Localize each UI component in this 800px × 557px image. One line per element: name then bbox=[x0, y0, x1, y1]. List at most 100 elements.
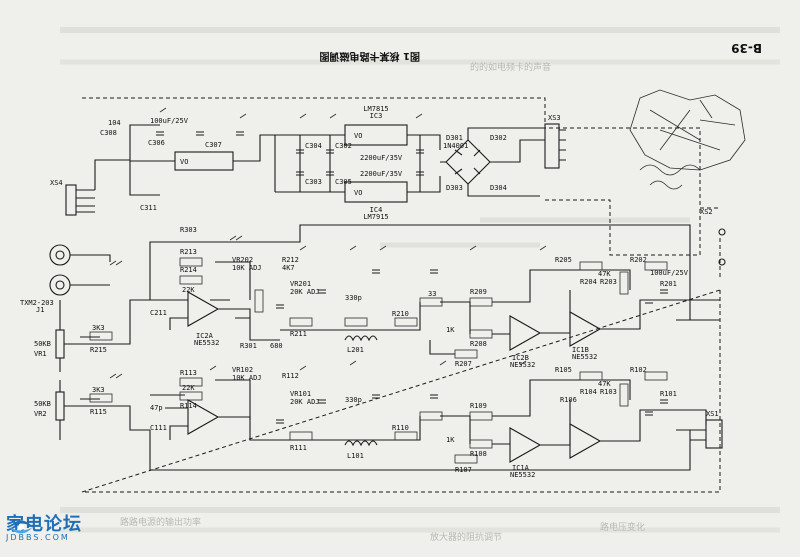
vr201-label: VR201 bbox=[290, 280, 311, 288]
left-regulator-wires bbox=[129, 124, 275, 196]
r111-label: R111 bbox=[290, 444, 307, 452]
xs2-label: XS2 bbox=[700, 208, 713, 216]
c303-label: C303 bbox=[305, 178, 322, 186]
c307-label: C307 bbox=[205, 141, 222, 149]
d303-label: D303 bbox=[446, 184, 463, 192]
val-1k-ch1: 1K bbox=[446, 436, 455, 444]
r215-value: 3K3 bbox=[92, 324, 105, 332]
c306-label: C306 bbox=[148, 139, 165, 147]
svg-text:路路电源的输出功率: 路路电源的输出功率 bbox=[120, 516, 201, 528]
ic1a-label: IC1A bbox=[512, 464, 530, 472]
vr1-value: 50KB bbox=[34, 340, 51, 348]
input-jacks bbox=[49, 244, 111, 296]
vr202-label: VR202 bbox=[232, 256, 253, 264]
val-47k-ch1: 47K bbox=[598, 380, 611, 388]
board-outline bbox=[81, 97, 721, 493]
vr2-label: VR2 bbox=[34, 410, 47, 418]
ic1b-part: NE5532 bbox=[572, 353, 597, 361]
r106-label: R106 bbox=[560, 396, 577, 404]
r207-label: R207 bbox=[455, 360, 472, 368]
vr202-value: 10K ADJ bbox=[232, 264, 262, 272]
c305-label: C305 bbox=[335, 178, 352, 186]
r202-label: R202 bbox=[630, 256, 647, 264]
reg-left-vo: VO bbox=[180, 158, 188, 166]
l101-label: L101 bbox=[347, 452, 364, 460]
r214-label: R214 bbox=[180, 266, 197, 274]
ic2b-label: IC2B bbox=[512, 354, 529, 362]
r212-label: R212 bbox=[282, 256, 299, 264]
r101-label: R101 bbox=[660, 390, 677, 398]
output-connectors bbox=[676, 228, 726, 449]
xs4-label: XS4 bbox=[50, 179, 63, 187]
ic4-part: LM7915 bbox=[363, 213, 388, 221]
svg-text:路电压变化: 路电压变化 bbox=[600, 521, 645, 533]
ic1b-label: IC1B bbox=[572, 346, 589, 354]
c304-label: C304 bbox=[305, 142, 322, 150]
val-47p: 47p bbox=[150, 404, 163, 412]
cap-2200-label: 2200uF/35V bbox=[360, 154, 403, 162]
r107-label: R107 bbox=[455, 466, 472, 474]
j1-part-label: TXM2-203 bbox=[20, 299, 54, 307]
channel-1-stage bbox=[80, 371, 691, 471]
r103-label: R103 bbox=[600, 388, 617, 396]
ic2b-part: NE5532 bbox=[510, 361, 535, 369]
ic1b-opamp bbox=[569, 311, 602, 347]
regulator-rails bbox=[274, 134, 441, 193]
cap-104-label: 104 bbox=[108, 119, 121, 127]
r114-label: R114 bbox=[180, 402, 197, 410]
r210-label: R210 bbox=[392, 310, 409, 318]
val-330p-ch2: 330p bbox=[345, 294, 362, 302]
c311-label: C311 bbox=[140, 204, 157, 212]
power-supply-section: IC3 LM7815 VO IC4 LM7915 VO VO C304 C302… bbox=[50, 105, 566, 234]
svg-text:放大器的阻抗调节: 放大器的阻抗调节 bbox=[430, 531, 502, 543]
r208-label: R208 bbox=[470, 340, 487, 348]
ic3-vo: VO bbox=[354, 132, 362, 140]
ic3-label: IC3 bbox=[370, 112, 383, 120]
vr201-value: 20K ADJ bbox=[290, 288, 320, 296]
handwritten-sketch bbox=[629, 89, 746, 190]
j1-label: J1 bbox=[36, 306, 44, 314]
val-1k-ch2: 1K bbox=[446, 326, 455, 334]
volume-pots bbox=[55, 300, 80, 440]
val-100-ch2: 100uF/25V bbox=[650, 269, 689, 277]
r112-label: R112 bbox=[282, 372, 299, 380]
r209-label: R209 bbox=[470, 288, 487, 296]
r303-label: R303 bbox=[180, 226, 197, 234]
channel-2-stage bbox=[80, 224, 691, 359]
val-330p-ch1: 330p bbox=[345, 396, 362, 404]
ch1-input-opamp bbox=[187, 399, 220, 435]
val-33-ch2: 33 bbox=[428, 290, 436, 298]
cap-100-label: 100uF/25V bbox=[150, 117, 189, 125]
cap-2200-label-2: 2200uF/35V bbox=[360, 170, 403, 178]
r105-label: R105 bbox=[555, 366, 572, 374]
vr102-label: VR102 bbox=[232, 366, 253, 374]
c308-label: C308 bbox=[100, 129, 117, 137]
r113-label: R113 bbox=[180, 369, 197, 377]
r204-label: R204 bbox=[580, 278, 597, 286]
d302-label: D302 bbox=[490, 134, 507, 142]
watermark-text: 家电论坛 JDBBS.COM bbox=[6, 516, 82, 542]
val-22k-ch1: 22K bbox=[182, 384, 195, 392]
vr101-label: VR101 bbox=[290, 390, 311, 398]
paper-bleed-texture bbox=[60, 27, 780, 533]
c211-label: C211 bbox=[150, 309, 167, 317]
r110-label: R110 bbox=[392, 424, 409, 432]
ic2a-part: NE5532 bbox=[194, 339, 219, 347]
watermark-name: 家电论坛 bbox=[6, 514, 82, 535]
svg-text:的的如电频卡的声音: 的的如电频卡的声音 bbox=[470, 61, 551, 73]
d304-label: D304 bbox=[490, 184, 507, 192]
vr102-value: 10K ADJ bbox=[232, 374, 262, 382]
ic2b-opamp bbox=[509, 315, 542, 351]
r115-label: R115 bbox=[90, 408, 107, 416]
forum-logo-icon bbox=[9, 520, 33, 534]
vr2-value: 50KB bbox=[34, 400, 51, 408]
r301-label: R301 bbox=[240, 342, 257, 350]
xs3-label: XS3 bbox=[548, 114, 561, 122]
ic1a-part: NE5532 bbox=[510, 471, 535, 479]
ch1-output-opamp bbox=[569, 423, 602, 459]
power-connector-left bbox=[65, 159, 130, 216]
r109-label: R109 bbox=[470, 402, 487, 410]
ic4-vo: VO bbox=[354, 189, 362, 197]
ic4-label: IC4 bbox=[370, 206, 383, 214]
r115-value: 3K3 bbox=[92, 386, 105, 394]
